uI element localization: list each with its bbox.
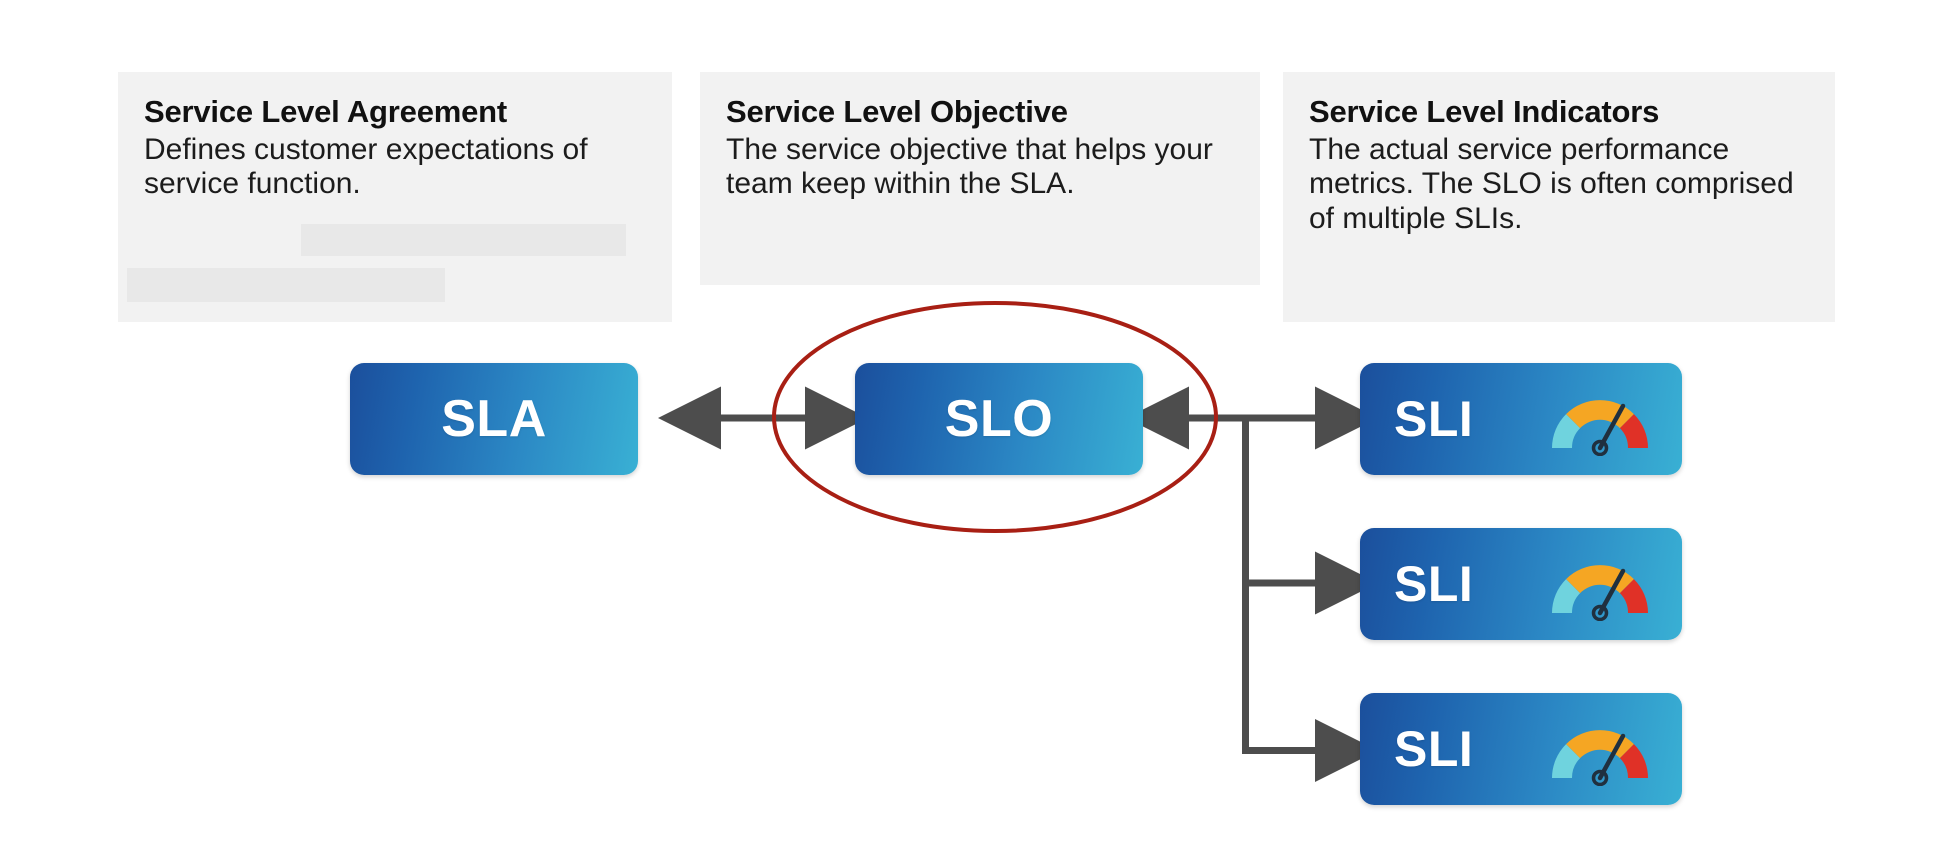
node-sli-3-label: SLI [1394, 721, 1474, 777]
card-body-slo: The service objective that helps your te… [726, 132, 1213, 201]
node-sli-1-label: SLI [1394, 391, 1474, 447]
card-service-level-objective: Service Level Objective The service obje… [700, 72, 1260, 285]
card-service-level-agreement: Service Level Agreement Defines customer… [118, 72, 672, 322]
redaction-block-1 [301, 224, 626, 256]
card-body-sla: Defines customer expectations of service… [144, 132, 588, 201]
card-body-sli: The actual service performance metrics. … [1309, 132, 1794, 236]
card-service-level-indicators: Service Level Indicators The actual serv… [1283, 72, 1835, 322]
gauge-icon [1544, 712, 1656, 787]
node-sla-label: SLA [441, 390, 547, 448]
node-sli-2-label: SLI [1394, 556, 1474, 612]
node-slo[interactable]: SLO [855, 363, 1143, 475]
node-sli-3[interactable]: SLI [1360, 693, 1682, 805]
node-sli-2[interactable]: SLI [1360, 528, 1682, 640]
node-sli-1[interactable]: SLI [1360, 363, 1682, 475]
card-title-slo: Service Level Objective [726, 94, 1068, 129]
redaction-block-2 [127, 268, 445, 302]
card-title-sli: Service Level Indicators [1309, 94, 1660, 129]
card-title-sla: Service Level Agreement [144, 94, 507, 129]
node-slo-label: SLO [944, 390, 1054, 448]
gauge-icon [1544, 547, 1656, 622]
node-sla[interactable]: SLA [350, 363, 638, 475]
gauge-icon [1544, 382, 1656, 457]
